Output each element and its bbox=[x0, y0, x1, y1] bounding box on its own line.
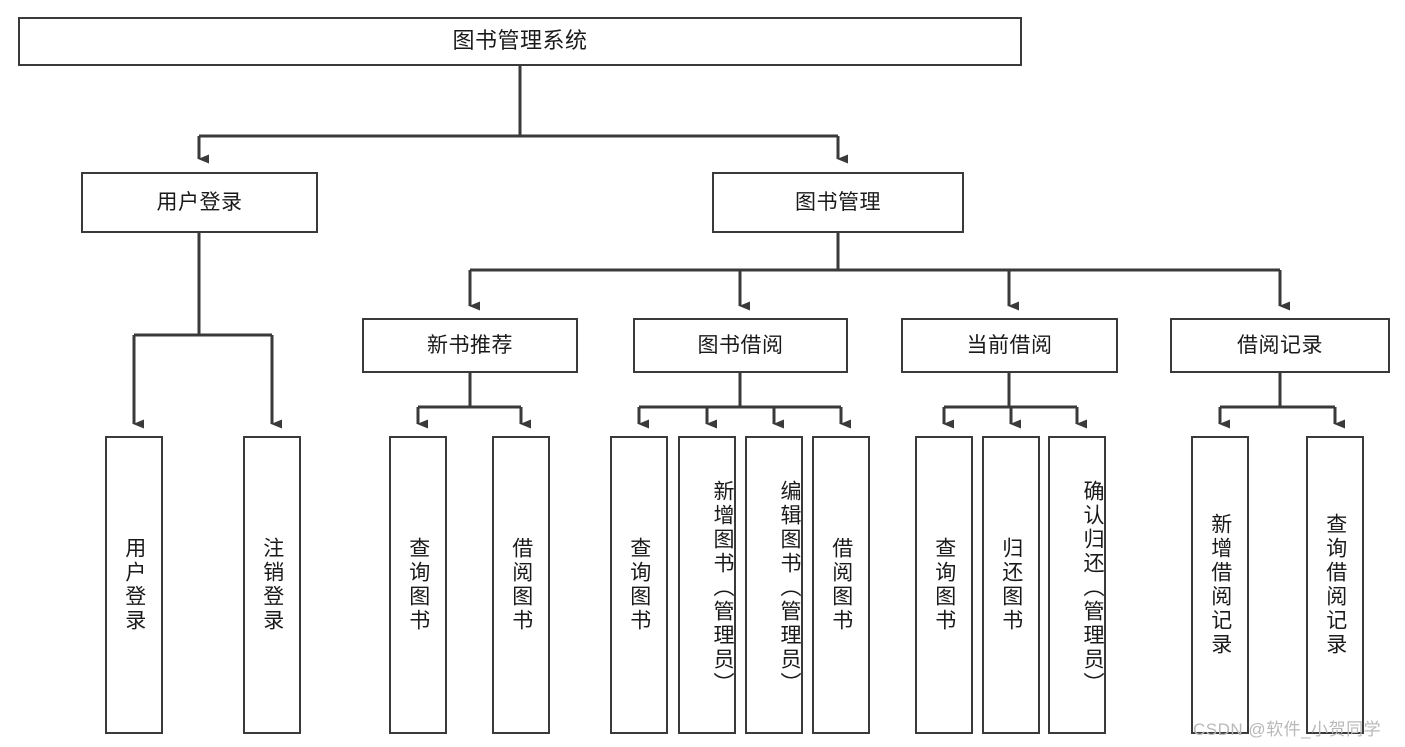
leaf-user-login-signin[interactable]: 用户登录 bbox=[105, 436, 163, 734]
leaf-borrow-query-book[interactable]: 查询图书 bbox=[610, 436, 668, 734]
leaf-borrow-borrow-book[interactable]: 借阅图书 bbox=[812, 436, 870, 734]
leaf-borrow-edit-book-admin[interactable]: 编辑图书（管理员） bbox=[745, 436, 803, 734]
leaf-newbook-query-book[interactable]: 查询图书 bbox=[389, 436, 447, 734]
node-book-borrow[interactable]: 图书借阅 bbox=[633, 318, 848, 373]
leaf-current-confirm-return-admin[interactable]: 确认归还（管理员） bbox=[1048, 436, 1106, 734]
node-root-library-system[interactable]: 图书管理系统 bbox=[18, 17, 1022, 66]
node-current-borrow[interactable]: 当前借阅 bbox=[901, 318, 1118, 373]
leaf-record-query-borrow-record[interactable]: 查询借阅记录 bbox=[1306, 436, 1364, 734]
leaf-newbook-borrow-book[interactable]: 借阅图书 bbox=[492, 436, 550, 734]
node-user-login[interactable]: 用户登录 bbox=[81, 172, 318, 233]
csdn-watermark: CSDN @软件_小贺同学 bbox=[1193, 720, 1382, 739]
leaf-user-login-signout[interactable]: 注销登录 bbox=[243, 436, 301, 734]
node-new-book-recommend[interactable]: 新书推荐 bbox=[362, 318, 578, 373]
leaf-current-return-book[interactable]: 归还图书 bbox=[982, 436, 1040, 734]
leaf-record-add-borrow-record[interactable]: 新增借阅记录 bbox=[1191, 436, 1249, 734]
node-book-management[interactable]: 图书管理 bbox=[712, 172, 964, 233]
node-borrow-record[interactable]: 借阅记录 bbox=[1170, 318, 1390, 373]
leaf-borrow-add-book-admin[interactable]: 新增图书（管理员） bbox=[678, 436, 736, 734]
leaf-current-query-book[interactable]: 查询图书 bbox=[915, 436, 973, 734]
